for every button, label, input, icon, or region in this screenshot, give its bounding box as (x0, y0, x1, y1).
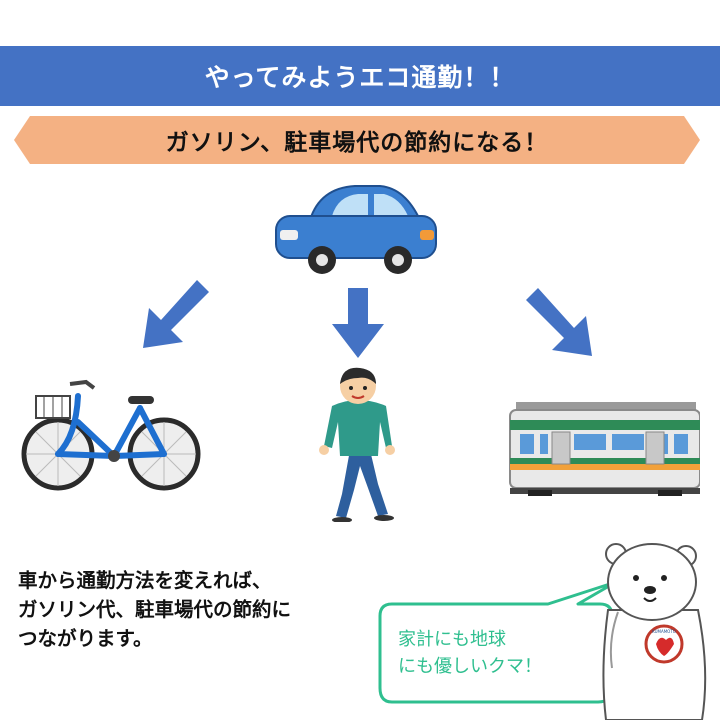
mascot-badge-text: KUMAMOTO (652, 629, 676, 634)
body-line: つながります。 (18, 627, 153, 650)
body-text: 車から通勤方法を変えれば、 ガソリン代、駐車場代の節約に つながります。 (18, 566, 378, 653)
train-illustration (509, 402, 700, 496)
body-line: ガソリン代、駐車場代の節約に (18, 598, 292, 621)
bubble-text: 家計にも地球 にも優しいクマ！ (398, 626, 578, 680)
bubble-line: にも優しいクマ！ (398, 656, 542, 677)
walking-person-illustration (319, 367, 395, 522)
body-line: 車から通勤方法を変えれば、 (18, 569, 272, 592)
bicycle-illustration (21, 379, 201, 491)
arrow-left-icon (143, 280, 209, 348)
subtitle-text: ガソリン、駐車場代の節約になる！ (165, 130, 549, 156)
subtitle-banner: ガソリン、駐車場代の節約になる！ (14, 116, 700, 164)
polar-bear-mascot: KUMAMOTO (602, 543, 707, 720)
bubble-line: 家計にも地球 (398, 629, 506, 650)
page-title: やってみようエコ通勤！！ (204, 63, 516, 92)
arrow-down-icon (332, 288, 384, 358)
car-illustration (275, 185, 437, 274)
speech-bubble (378, 580, 618, 704)
title-banner: やってみようエコ通勤！！ (0, 46, 720, 106)
arrow-right-icon (526, 288, 592, 356)
